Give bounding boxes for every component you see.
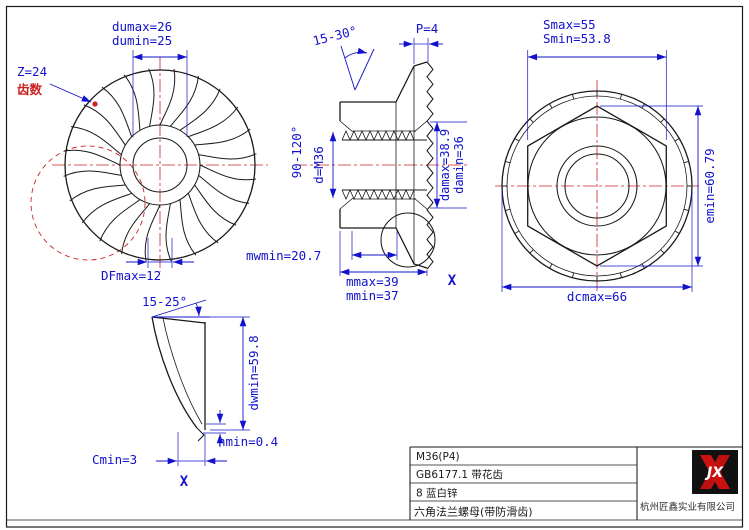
dim-emin-label: emin=60.79 [702, 148, 717, 223]
section-outline [339, 61, 434, 270]
top-view-centerlines [495, 80, 699, 294]
dimension-m: mmax=39 mmin=37 [339, 231, 428, 303]
dim-thread-label: d=M36 [311, 146, 326, 184]
logo-mark-stroke-2 [700, 455, 730, 489]
detail-x-title-label: X [180, 474, 189, 490]
thread-major-circle [556, 145, 638, 227]
title-block-company: 杭州匠鑫实业有限公司 [640, 501, 735, 513]
dim-countersink-angle-label: 90-120° [289, 126, 304, 179]
dim-dfmax-label: DFmax=12 [101, 268, 161, 283]
dimension-mw: mwmin=20.7 [246, 231, 398, 263]
dim-dwmin-label: dwmin=59.8 [246, 335, 261, 410]
company-logo: JX [692, 450, 738, 494]
section-view: 15-30° P=4 90-120° d=M36 damax=38.9 dami… [246, 21, 470, 303]
dim-mwmin-label: mwmin=20.7 [246, 248, 321, 263]
bore-circle [132, 137, 188, 193]
dim-dcmax-label: dcmax=66 [567, 289, 627, 304]
title-block-part-name: 六角法兰螺母(带防滑齿) [414, 505, 533, 519]
dimension-thread: d=M36 [311, 132, 337, 198]
teeth-count-label: Z=24 [17, 64, 47, 79]
detail-x-circle [380, 212, 436, 268]
thread-minor-circle [564, 153, 630, 219]
dimension-s: Smax=55 Smin=53.8 [527, 17, 667, 140]
hexagon [527, 105, 667, 267]
red-reference-circle [30, 145, 146, 261]
top-view: Smax=55 Smin=53.8 emin=60.79 dcmax=66 [495, 17, 717, 304]
dimension-h: hmin=0.4 [203, 410, 278, 449]
tooth-reference-dot [92, 101, 98, 107]
dimension-e: emin=60.79 [600, 105, 717, 267]
title-block-grid [409, 446, 743, 520]
front-view: dumax=26 dumin=25 Z=24 齿数 DFmax=12 [17, 19, 268, 283]
dimension-da: damax=38.9 damin=36 [430, 121, 467, 209]
title-block: M36(P4) GB6177.1 带花齿 8 蓝白锌 六角法兰螺母(带防滑齿) … [409, 446, 743, 520]
dimension-tooth-angle: 15-25° [142, 294, 210, 318]
dim-pitch-label: P=4 [416, 21, 439, 36]
logo-monogram: JX [704, 465, 724, 481]
dimension-dc: dcmax=66 [501, 190, 693, 304]
chamfer-circle [527, 116, 667, 256]
title-block-grade-finish: 8 蓝白锌 [416, 487, 458, 500]
title-block-spec: M36(P4) [416, 451, 460, 463]
dim-damin-label: damin=36 [452, 136, 466, 194]
dim-smin-label: Smin=53.8 [543, 31, 611, 46]
dimension-c: Cmin=3 [92, 432, 227, 467]
front-view-centerlines [30, 57, 268, 272]
dim-dumax-label: dumax=26 [112, 19, 172, 34]
thread-profile [341, 130, 427, 200]
dim-mmin-label: mmin=37 [346, 288, 399, 303]
dimension-dw: dwmin=59.8 [208, 316, 261, 431]
dim-dumin-label: dumin=25 [112, 33, 172, 48]
flange-outer-circle [64, 69, 256, 261]
title-block-standard: GB6177.1 带花齿 [416, 468, 503, 481]
detail-x-reference-label: X [448, 273, 457, 289]
dimension-du: dumax=26 dumin=25 [112, 19, 188, 137]
dim-damax-label: damax=38.9 [438, 129, 452, 201]
dim-mmax-label: mmax=39 [346, 274, 399, 289]
bearing-face-serrations [426, 61, 434, 270]
teeth-count-callout: Z=24 齿数 [17, 64, 98, 107]
dim-cmin-label: Cmin=3 [92, 452, 137, 467]
page-border [5, 5, 744, 528]
dimension-pitch: P=4 [399, 21, 443, 64]
dim-tooth-angle-label: 15-25° [142, 294, 187, 309]
tooth-profile [151, 316, 206, 442]
dim-smax-label: Smax=55 [543, 17, 596, 32]
dim-hmin-label: hmin=0.4 [218, 434, 278, 449]
teeth-note-label: 齿数 [17, 82, 43, 97]
dimension-df: DFmax=12 [101, 238, 194, 283]
detail-view-x: 15-25° dwmin=59.8 hmin=0.4 Cmin=3 X [92, 294, 278, 490]
